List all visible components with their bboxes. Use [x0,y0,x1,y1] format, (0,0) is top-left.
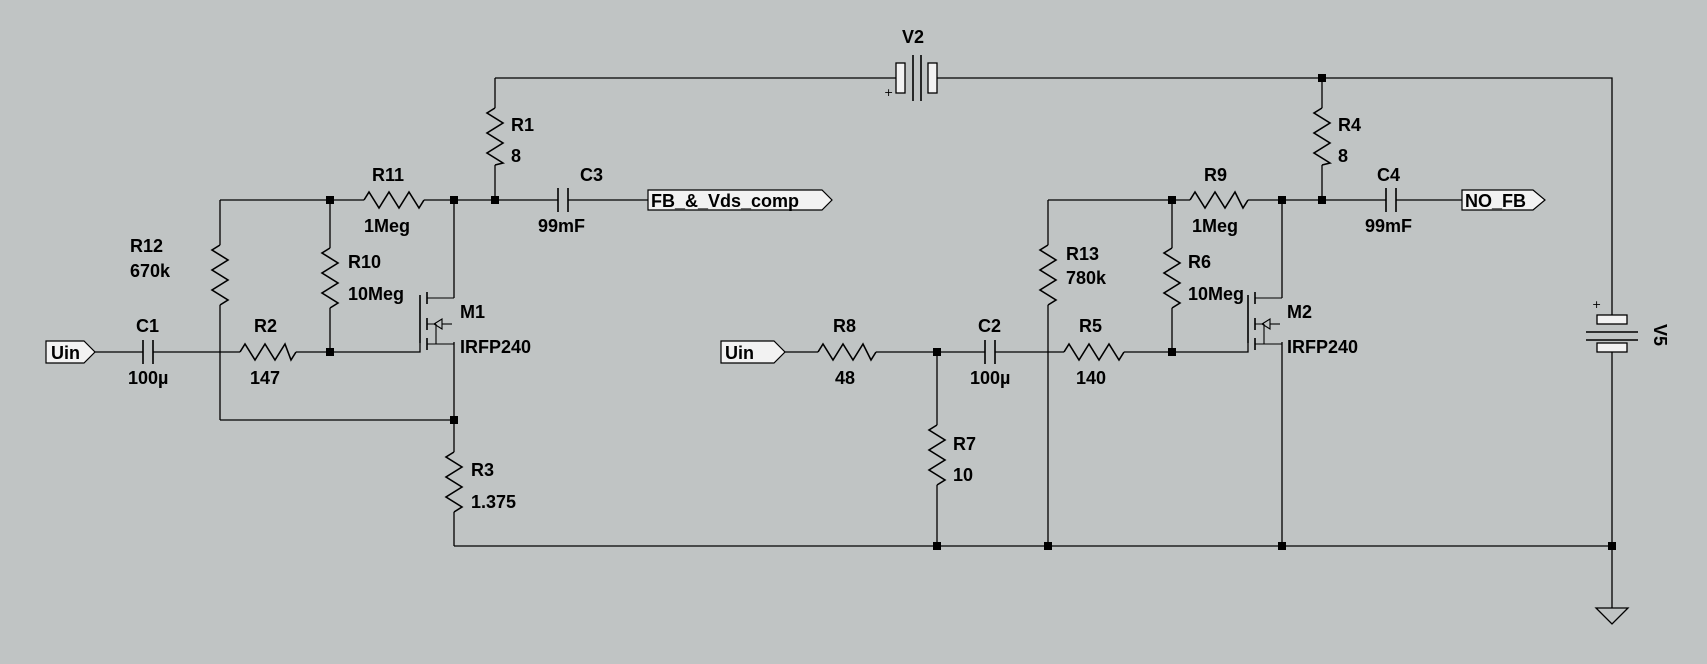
r6-name: R6 [1188,252,1211,272]
r10-value: 10Meg [348,284,404,304]
battery-v5[interactable]: + [1586,298,1638,353]
r3-value: 1.375 [471,492,516,512]
net-label-fb-vds-comp[interactable]: FB_&_Vds_comp [647,189,833,211]
mosfet-m2[interactable] [1247,292,1282,350]
resistor-r4[interactable] [1312,107,1333,166]
resistor-r2[interactable] [239,342,297,362]
v2-plus-sign: + [884,86,893,99]
r7-name: R7 [953,434,976,454]
resistor-r7[interactable] [927,424,947,486]
m2-value: IRFP240 [1287,337,1358,357]
resistor-r6[interactable] [1162,247,1182,309]
c4-name: C4 [1377,165,1400,185]
resistor-r11[interactable] [363,190,425,210]
capacitors [142,188,1397,364]
m1-value: IRFP240 [460,337,531,357]
r9-name: R9 [1204,165,1227,185]
r6-value: 10Meg [1188,284,1244,304]
c3-name: C3 [580,165,603,185]
capacitor-c4[interactable] [1385,188,1397,212]
c2-value: 100µ [970,368,1010,388]
uin-right-text: Uin [725,343,754,363]
r10-name: R10 [348,252,381,272]
m2-name: M2 [1287,302,1312,322]
c2-name: C2 [978,316,1001,336]
junctions [326,74,1616,550]
resistor-r8[interactable] [817,342,877,362]
c1-name: C1 [136,316,159,336]
resistors [210,107,1333,513]
uin-left-text: Uin [51,343,80,363]
r13-value: 780k [1066,268,1107,288]
r4-name: R4 [1338,115,1361,135]
net-label-no-fb[interactable]: NO_FB [1461,189,1546,211]
capacitor-c3[interactable] [557,188,569,212]
wires [95,77,1613,608]
resistor-r5[interactable] [1063,342,1125,362]
resistor-r1[interactable] [485,107,506,166]
r4-value: 8 [1338,146,1348,166]
r3-name: R3 [471,460,494,480]
ground-symbol [1594,607,1630,625]
r9-value: 1Meg [1192,216,1238,236]
resistor-r10[interactable] [320,247,340,309]
r1-value: 8 [511,146,521,166]
r8-value: 48 [835,368,855,388]
resistor-r13[interactable] [1038,244,1058,306]
v2-name: V2 [902,27,924,47]
c4-value: 99mF [1365,216,1412,236]
c3-value: 99mF [538,216,585,236]
r7-value: 10 [953,465,973,485]
r13-name: R13 [1066,244,1099,264]
v5-name: V5 [1650,324,1670,346]
r1-name: R1 [511,115,534,135]
r2-value: 147 [250,368,280,388]
r11-value: 1Meg [364,216,410,236]
resistor-r12[interactable] [210,244,230,306]
r5-name: R5 [1079,316,1102,336]
no-fb-text: NO_FB [1465,191,1526,211]
resistor-r9[interactable] [1189,190,1249,210]
v5-plus-sign: + [1592,298,1601,311]
battery-v2[interactable]: + [884,55,938,101]
r11-name: R11 [372,165,404,185]
r12-value: 670k [130,261,171,281]
net-label-uin-right[interactable]: Uin [720,340,786,364]
fb-vds-comp-text: FB_&_Vds_comp [651,191,799,211]
r12-name: R12 [130,236,163,256]
component-labels: V2 V5 R1 8 R11 1Meg C3 99mF R12 670k R10… [128,27,1670,512]
net-label-uin-left[interactable]: Uin [45,340,96,364]
r2-name: R2 [254,316,277,336]
c1-value: 100µ [128,368,168,388]
capacitor-c1[interactable] [142,340,154,364]
r5-value: 140 [1076,368,1106,388]
capacitor-c2[interactable] [984,340,996,364]
m1-name: M1 [460,302,485,322]
resistor-r3[interactable] [444,451,464,513]
mosfet-m1[interactable] [419,292,454,350]
r8-name: R8 [833,316,856,336]
